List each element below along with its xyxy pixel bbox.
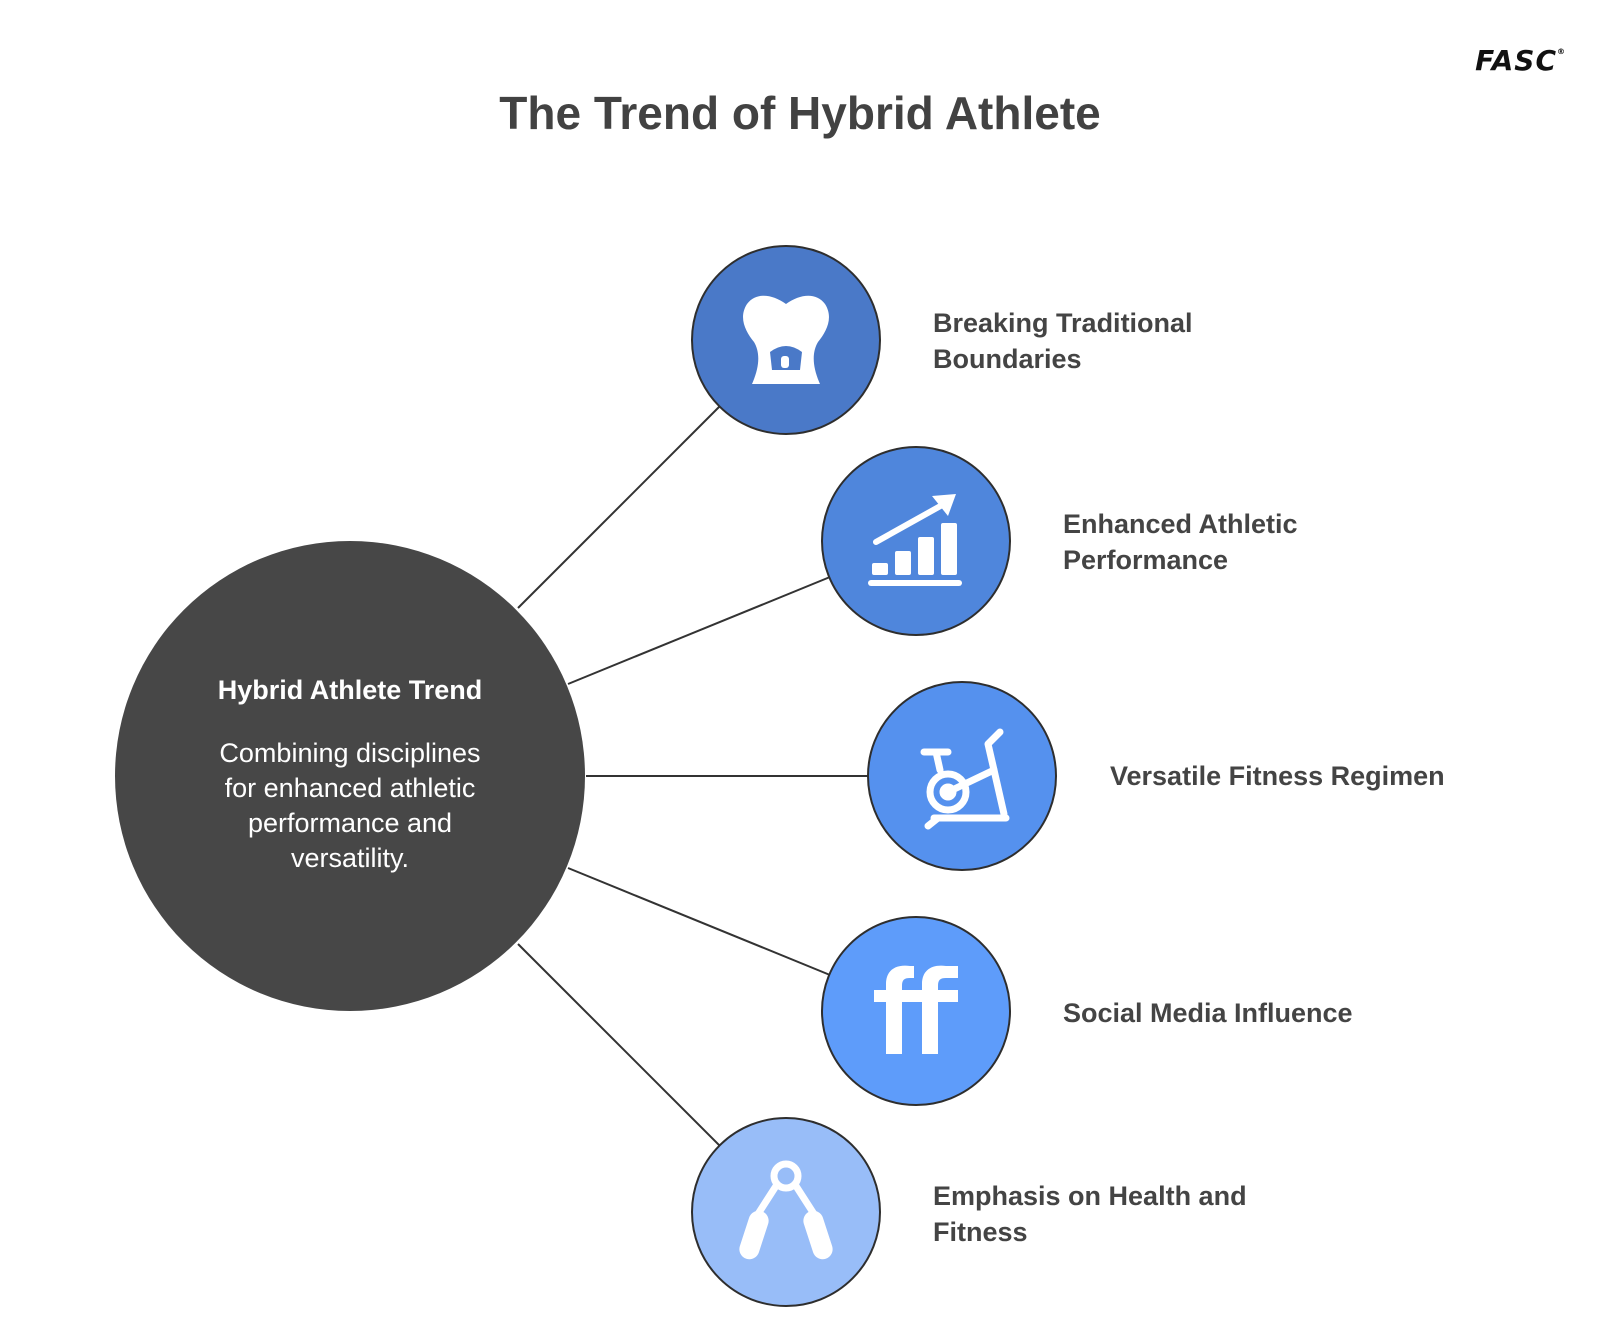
connector-line (517, 403, 723, 609)
brand-logo: FASC® (1475, 44, 1566, 77)
branch-label-health: Emphasis on Health and Fitness (933, 1181, 1247, 1247)
page-title: The Trend of Hybrid Athlete (499, 87, 1101, 139)
ff-letters-icon (874, 965, 958, 1054)
brand-logo-text: FASC (1475, 44, 1557, 77)
center-hub-circle (115, 541, 585, 1011)
center-hub-text: Hybrid Athlete Trend Combining disciplin… (140, 675, 560, 876)
bar-chart-growth-icon (868, 494, 962, 586)
branch-node-boundaries (691, 245, 881, 435)
exercise-bike-icon (920, 728, 1010, 830)
branch-node-regimen (867, 681, 1057, 871)
branch-label-social: Social Media Influence (1063, 998, 1353, 1028)
registered-mark: ® (1557, 46, 1566, 56)
branch-label-performance: Enhanced Athletic Performance (1063, 509, 1298, 575)
connector-line (567, 867, 831, 976)
branch-circle (821, 446, 1011, 636)
connector-line (567, 576, 831, 685)
branch-node-performance (821, 446, 1011, 636)
center-heading: Hybrid Athlete Trend (217, 675, 483, 705)
branch-node-social (821, 916, 1011, 1106)
branch-label-regimen: Versatile Fitness Regimen (1110, 761, 1445, 791)
branch-node-health (691, 1117, 881, 1307)
branch-label-boundaries: Breaking Traditional Boundaries (933, 308, 1193, 374)
connector-line (517, 943, 723, 1149)
hand-grip-icon (739, 1160, 833, 1260)
corset-icon (743, 295, 829, 384)
center-description: Combining disciplines for enhanced athle… (219, 738, 481, 873)
branch-circle (691, 1117, 881, 1307)
branch-circle (821, 916, 1011, 1106)
